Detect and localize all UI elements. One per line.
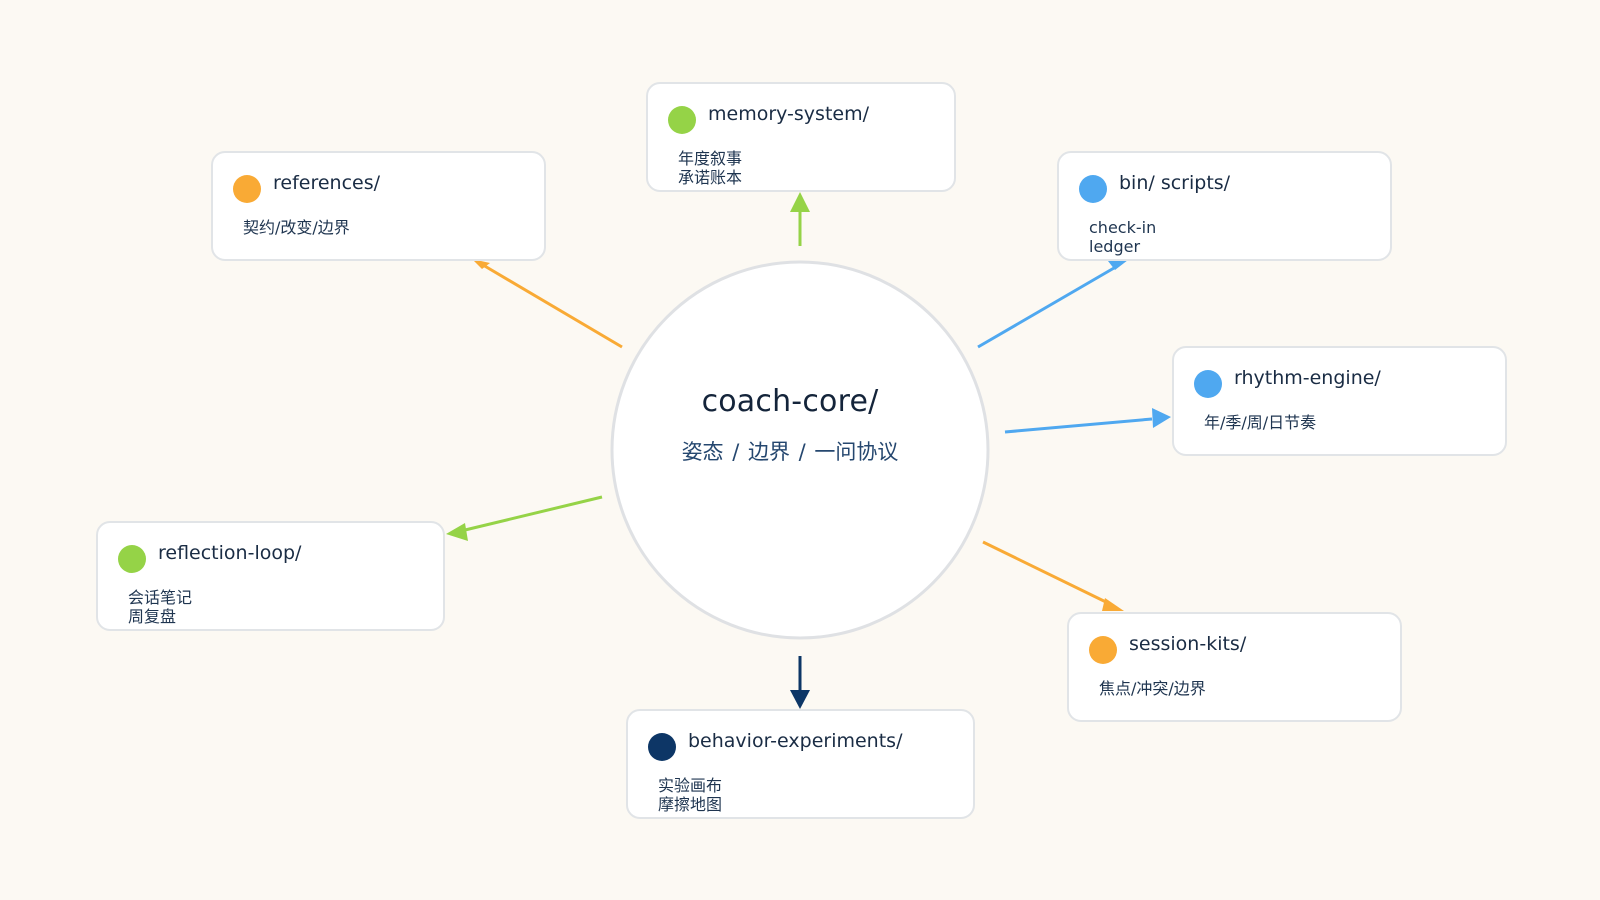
status-dot-icon [648, 733, 676, 761]
node-detail: check-in ledger [1089, 218, 1156, 256]
edge-to-bin-scripts [977, 260, 1128, 349]
node-detail: 实验画布 摩擦地图 [658, 776, 722, 814]
node-bin-scripts[interactable]: bin/ scripts/ check-in ledger [1057, 151, 1392, 261]
node-behavior-experiments[interactable]: behavior-experiments/ 实验画布 摩擦地图 [626, 709, 975, 819]
node-session-kits[interactable]: session-kits/ 焦点/冲突/边界 [1067, 612, 1402, 722]
status-dot-icon [1079, 175, 1107, 203]
node-title: references/ [273, 172, 381, 194]
node-detail-line: 摩擦地图 [658, 795, 723, 814]
status-dot-icon [1194, 370, 1222, 398]
node-detail-line: 会话笔记 [128, 588, 193, 607]
node-detail-line: 焦点/冲突/边界 [1099, 679, 1206, 698]
hub-subtitle: 姿态 / 边界 / 一问协议 [681, 440, 899, 464]
node-detail: 会话笔记 周复盘 [128, 588, 192, 626]
node-detail-line: 实验画布 [658, 776, 723, 795]
node-title: session-kits/ [1129, 633, 1247, 655]
node-detail-line: check-in [1089, 218, 1157, 237]
node-detail-line: 承诺账本 [678, 168, 743, 187]
arrowhead-bin-scripts [1108, 260, 1128, 270]
arrowhead-session-kits [1102, 598, 1124, 611]
node-reflection-loop[interactable]: reflection-loop/ 会话笔记 周复盘 [96, 521, 445, 631]
edge-to-behavior-experiments [790, 656, 810, 709]
node-detail: 契约/改变/边界 [243, 218, 350, 237]
status-dot-icon [668, 106, 696, 134]
arrowhead-references [472, 259, 490, 269]
hub-title: coach-core/ [701, 384, 879, 419]
node-rhythm-engine[interactable]: rhythm-engine/ 年/季/周/日节奏 [1172, 346, 1507, 456]
node-detail-line: 周复盘 [128, 607, 177, 626]
node-detail-line: 契约/改变/边界 [243, 218, 350, 237]
node-title: bin/ scripts/ [1119, 172, 1231, 194]
node-title: memory-system/ [708, 103, 869, 125]
node-title: rhythm-engine/ [1234, 367, 1381, 389]
node-detail-line: 年/季/周/日节奏 [1204, 413, 1317, 432]
arrowhead-reflection-loop [446, 523, 468, 541]
node-title: reflection-loop/ [158, 542, 302, 564]
arrowhead-memory-system [790, 192, 810, 212]
edge-to-rhythm-engine [1004, 408, 1171, 434]
node-memory-system[interactable]: memory-system/ 年度叙事 承诺账本 [646, 82, 956, 192]
node-title: behavior-experiments/ [688, 730, 903, 752]
status-dot-icon [233, 175, 261, 203]
hub-circle [610, 260, 990, 640]
node-detail: 焦点/冲突/边界 [1099, 679, 1206, 698]
edge-to-memory-system [790, 192, 810, 246]
node-detail-line: 年度叙事 [678, 149, 743, 168]
arrowhead-behavior-experiments [790, 690, 810, 709]
status-dot-icon [1089, 636, 1117, 664]
node-detail-line: ledger [1089, 237, 1141, 256]
status-dot-icon [118, 545, 146, 573]
arrowhead-rhythm-engine [1152, 408, 1171, 428]
node-detail: 年度叙事 承诺账本 [678, 149, 742, 187]
edge-to-session-kits [982, 540, 1124, 611]
edge-to-reflection-loop [446, 495, 603, 541]
edge-to-references [472, 259, 623, 349]
node-detail: 年/季/周/日节奏 [1204, 413, 1316, 432]
node-references[interactable]: references/ 契约/改变/边界 [211, 151, 546, 261]
